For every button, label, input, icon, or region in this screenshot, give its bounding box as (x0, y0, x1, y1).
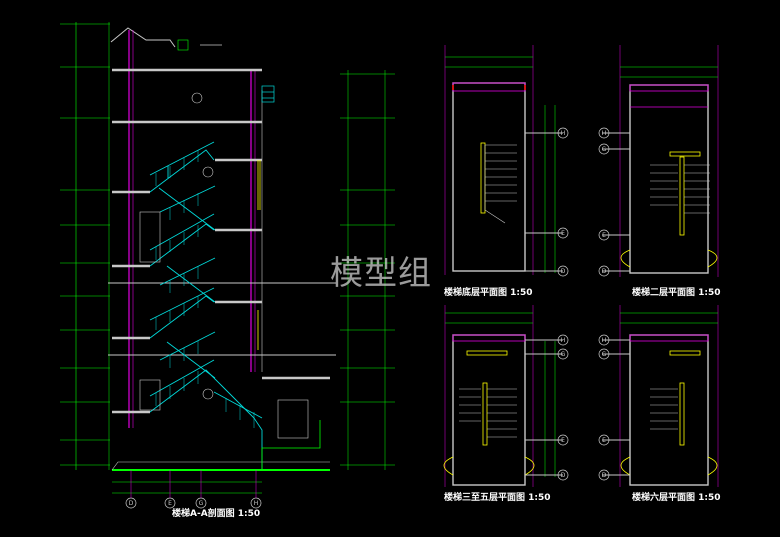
ground-plan-title: 楼梯底层平面图 1:50 (444, 288, 533, 298)
grid-label-E: E (602, 232, 606, 239)
grid-label-G: G (602, 351, 607, 358)
plan-sixth (598, 305, 719, 487)
grid-label-E: E (602, 437, 606, 444)
sixth-plan-title: 楼梯六层平面图 1:50 (632, 493, 721, 503)
grid-label-H: H (561, 130, 566, 137)
third-fifth-plan-title: 楼梯三至五层平面图 1:50 (444, 493, 551, 503)
grid-label-D: D (129, 500, 134, 507)
grid-label-E: E (561, 437, 565, 444)
watermark: 模型组 (330, 253, 432, 292)
grid-label-D: D (561, 472, 566, 479)
grid-label-D: D (561, 268, 566, 275)
grid-label-G: G (561, 351, 566, 358)
plan-third-fifth (443, 305, 569, 487)
grid-label-G: G (602, 146, 607, 153)
grid-label-D: D (602, 268, 607, 275)
grid-label-H: H (254, 500, 259, 507)
grid-label-H: H (561, 337, 566, 344)
grid-label-H: H (602, 130, 607, 137)
second-plan-title: 楼梯二层平面图 1:50 (632, 288, 721, 298)
plan-ground (444, 45, 569, 277)
grid-label-D: D (602, 472, 607, 479)
plan-second (598, 45, 719, 277)
grid-label-H: H (602, 337, 607, 344)
section-view (60, 22, 395, 509)
grid-label-G: G (199, 500, 204, 507)
grid-label-E: E (168, 500, 172, 507)
section-title: 楼梯A-A剖面图 1:50 (172, 509, 261, 519)
grid-label-E: E (561, 230, 565, 237)
